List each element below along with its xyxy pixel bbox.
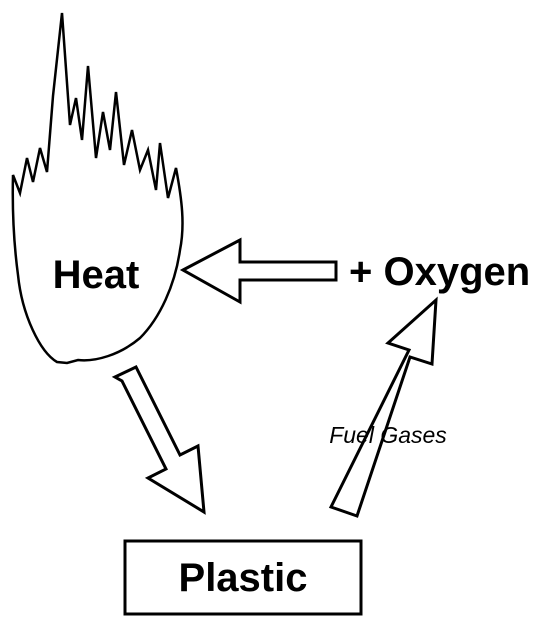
plastic-label: Plastic [179, 556, 308, 600]
heat-label: Heat [53, 253, 140, 297]
fuel-gases-label: Fuel Gases [329, 422, 447, 448]
plastic-box [123, 539, 363, 616]
arrow-oxygen-to-heat [179, 237, 338, 305]
arrow-plastic-to-oxygen [328, 296, 438, 518]
arrow-heat-to-plastic [111, 365, 206, 515]
oxygen-label: + Oxygen [349, 250, 530, 294]
flame-icon [11, 12, 184, 365]
